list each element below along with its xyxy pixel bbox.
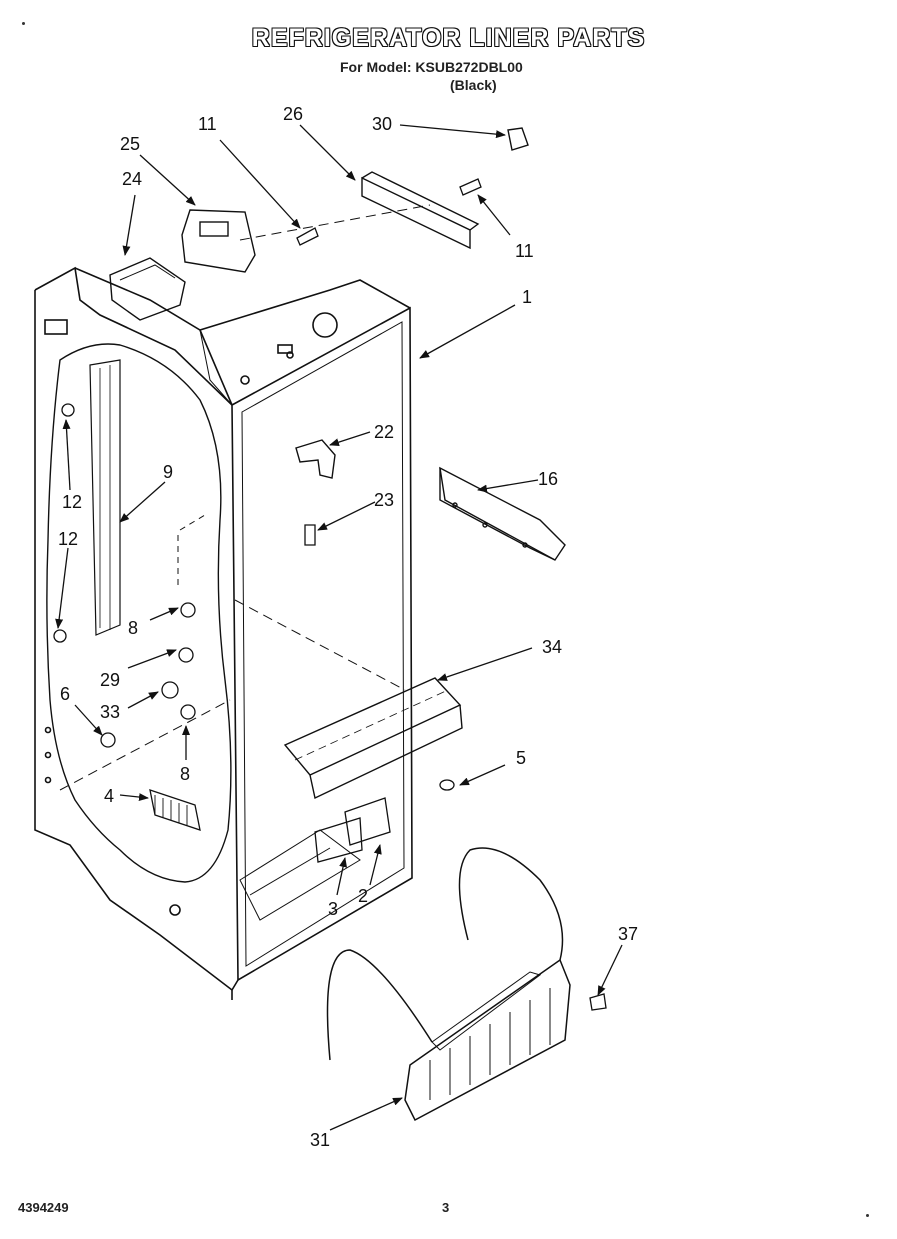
refrigerator-liner <box>34 204 431 1000</box>
callout-24: 24 <box>122 169 142 189</box>
callout-23: 23 <box>374 490 394 510</box>
callout-30: 30 <box>372 114 392 134</box>
screws <box>53 178 607 1011</box>
callout-34: 34 <box>542 637 562 657</box>
page-title: REFRIGERATOR LINER PARTS <box>251 24 646 52</box>
document-number: 4394249 <box>18 1200 69 1215</box>
bracket <box>295 439 336 479</box>
small-parts <box>100 602 455 863</box>
callout-3: 3 <box>328 899 338 919</box>
callout-31: 31 <box>310 1130 330 1150</box>
clip-part <box>507 127 529 151</box>
top-channel <box>361 171 480 250</box>
callout-37: 37 <box>618 924 638 944</box>
corner-mark <box>22 22 25 25</box>
callout-9: 9 <box>163 462 173 482</box>
callout-12-lower: 12 <box>58 529 78 549</box>
crisper-cover <box>283 677 463 800</box>
callout-12-upper: 12 <box>62 492 82 512</box>
callout-26: 26 <box>283 104 303 124</box>
corner-mark <box>866 1214 869 1217</box>
callout-2: 2 <box>358 886 368 906</box>
callout-11-right: 11 <box>515 241 534 261</box>
shelf-support <box>439 466 566 561</box>
page-number: 3 <box>442 1200 450 1215</box>
heater-assembly <box>326 847 571 1122</box>
callout-33: 33 <box>100 702 120 722</box>
callout-25: 25 <box>120 134 140 154</box>
callout-29: 29 <box>100 670 120 690</box>
callout-5: 5 <box>516 748 526 768</box>
callout-6: 6 <box>60 684 70 704</box>
control-housing <box>109 209 256 321</box>
callout-11-top-left: 11 <box>198 114 217 134</box>
callout-8-lower: 8 <box>180 764 190 784</box>
callout-16: 16 <box>538 469 558 489</box>
leader-lines <box>55 124 623 1131</box>
callout-4: 4 <box>104 786 114 806</box>
color-note: (Black) <box>450 77 497 93</box>
callout-labels: 25 24 11 26 30 11 1 22 23 16 9 12 12 34 … <box>58 104 638 1150</box>
callout-22: 22 <box>374 422 394 442</box>
model-line: For Model: KSUB272DBL00 <box>340 59 523 75</box>
callout-8-upper: 8 <box>128 618 138 638</box>
callout-1: 1 <box>522 287 532 307</box>
